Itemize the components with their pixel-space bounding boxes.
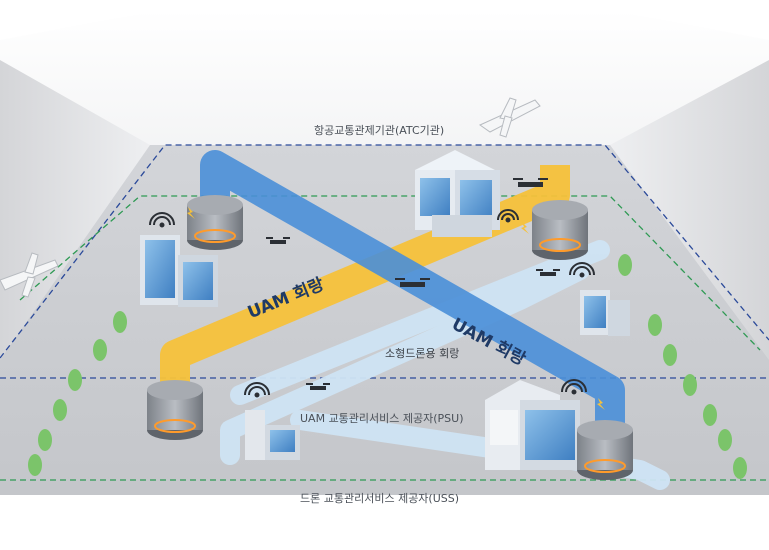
vertiport-bottom-right bbox=[577, 420, 633, 480]
airplane-icon bbox=[0, 252, 59, 298]
drone-icon bbox=[266, 237, 290, 244]
drone-icon bbox=[306, 383, 330, 390]
atc-boundary bbox=[0, 144, 769, 379]
wifi-icon bbox=[569, 262, 595, 278]
small-building bbox=[245, 410, 300, 460]
wifi-icon bbox=[561, 379, 587, 395]
drone-icon bbox=[513, 178, 548, 187]
wifi-icon bbox=[149, 212, 175, 228]
atc-building bbox=[415, 150, 500, 237]
right-building bbox=[580, 290, 630, 336]
vertiport-top-left bbox=[187, 195, 243, 250]
uss-label: 드론 교통관리서비스 제공자(USS) bbox=[300, 492, 460, 505]
uam-corridor-yellow bbox=[160, 165, 570, 400]
vertiport-bottom-left bbox=[147, 380, 203, 440]
tree-icons bbox=[28, 254, 747, 479]
uam-corridor-blue bbox=[200, 150, 625, 445]
psu-label: UAM 교통관리서비스 제공자(PSU) bbox=[300, 412, 464, 425]
drone-icon bbox=[395, 278, 430, 287]
drone-icon bbox=[536, 269, 560, 276]
signal-spark-icon bbox=[187, 207, 605, 410]
wifi-icon bbox=[497, 209, 519, 223]
atc-label: 항공교통관제기관(ATC기관) bbox=[314, 124, 445, 137]
small-drone-corridor-label: 소형드론용 회랑 bbox=[385, 347, 460, 360]
airplane-icon bbox=[478, 97, 541, 138]
psu-building bbox=[485, 380, 580, 470]
left-building bbox=[140, 235, 218, 307]
vertiport-top-right bbox=[532, 200, 588, 260]
wifi-icon bbox=[244, 382, 270, 398]
